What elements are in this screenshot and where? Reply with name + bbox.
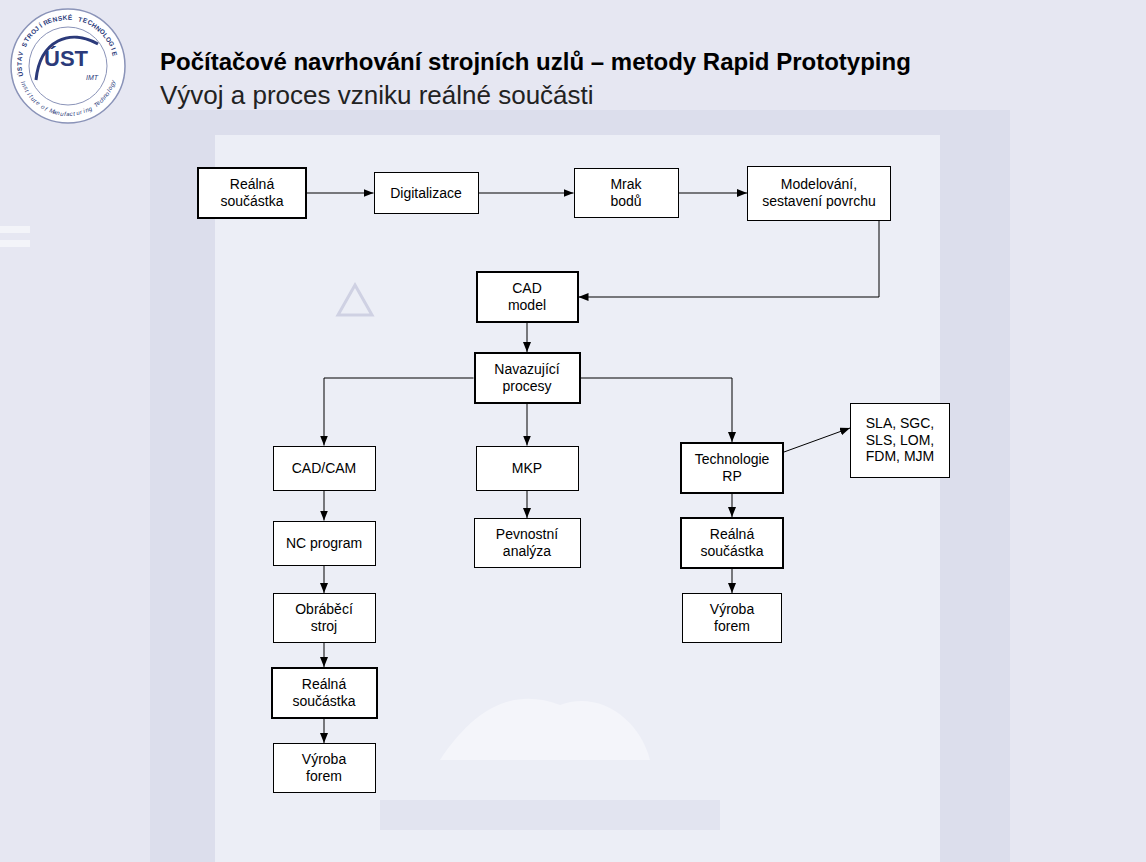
flow-arrow (324, 378, 474, 446)
box-label: Pevnostní analýza (482, 526, 572, 560)
logo-swoosh (36, 37, 98, 80)
box-label: Obráběcí stroj (289, 601, 359, 635)
process-box: Reálná součástka (271, 667, 378, 719)
flow-arrow (581, 378, 733, 442)
box-label: Reálná součástka (279, 676, 369, 710)
process-box: Navazující procesy (474, 352, 581, 404)
process-box: Digitalizace (374, 172, 479, 214)
process-box: CAD model (476, 271, 579, 323)
box-label: Výroba forem (702, 601, 762, 635)
logo-inner-ring (29, 27, 107, 105)
process-box: Modelování, sestavení povrchu (747, 166, 891, 221)
process-box: CAD/CAM (273, 446, 376, 491)
flow-arrow (527, 491, 528, 519)
process-box: Technologie RP (680, 442, 784, 494)
logo (11, 9, 125, 123)
flow-arrow (527, 323, 528, 352)
process-box: Výroba forem (682, 593, 782, 643)
box-label: CAD/CAM (292, 460, 357, 477)
flow-arrow (784, 428, 850, 452)
box-label: Digitalizace (390, 185, 462, 202)
flow-arrow (324, 491, 325, 521)
logo-text: Institute of Manufacturing Technology (0, 0, 136, 132)
build-plate (380, 800, 720, 830)
stripe (0, 226, 30, 233)
box-label: Navazující procesy (482, 361, 572, 395)
box-label: Reálná součástka (688, 526, 776, 560)
process-box: Obráběcí stroj (273, 593, 376, 643)
warning-symbol (338, 285, 372, 315)
process-box: NC program (273, 521, 376, 566)
box-label: NC program (286, 535, 362, 552)
flow-arrow (679, 193, 748, 194)
box-label: Reálná součástka (207, 176, 297, 210)
stripe (0, 240, 30, 247)
process-box: Reálná součástka (680, 517, 784, 569)
flow-arrow (732, 494, 733, 517)
process-box: Výroba forem (273, 743, 376, 793)
process-box: Reálná součástka (197, 167, 307, 219)
flow-arrow (324, 643, 325, 667)
process-box: SLA, SGC, SLS, LOM, FDM, MJM (850, 403, 950, 478)
box-label: Technologie RP (688, 451, 776, 485)
box-label: CAD model (502, 280, 552, 314)
flow-arrow (527, 404, 528, 446)
box-label: Výroba forem (294, 751, 354, 785)
flow-arrow (324, 566, 325, 594)
printer-chamber (215, 135, 940, 862)
printed-part (440, 699, 650, 760)
box-label: SLA, SGC, SLS, LOM, FDM, MJM (861, 415, 939, 465)
flow-arrow (579, 221, 880, 298)
box-label: Mrak bodů (601, 176, 651, 210)
printer-frame (150, 110, 1010, 862)
process-box: Mrak bodů (574, 168, 679, 218)
process-box: Pevnostní analýza (474, 518, 581, 568)
slide-subtitle: Vývoj a proces vzniku reálné součásti (160, 80, 594, 111)
flow-arrow (732, 569, 733, 593)
flow-arrow (307, 193, 374, 194)
box-label: MKP (512, 460, 542, 477)
box-label: Modelování, sestavení povrchu (755, 176, 883, 210)
logo-ring (11, 9, 125, 123)
logo-mark: ÚST (44, 46, 88, 72)
slide-title: Počítačové navrhování strojních uzlů – m… (160, 48, 911, 76)
flow-arrow (479, 193, 574, 194)
flow-arrow (324, 719, 325, 743)
logo-mark: IMT (86, 74, 98, 81)
process-box: MKP (476, 446, 579, 491)
